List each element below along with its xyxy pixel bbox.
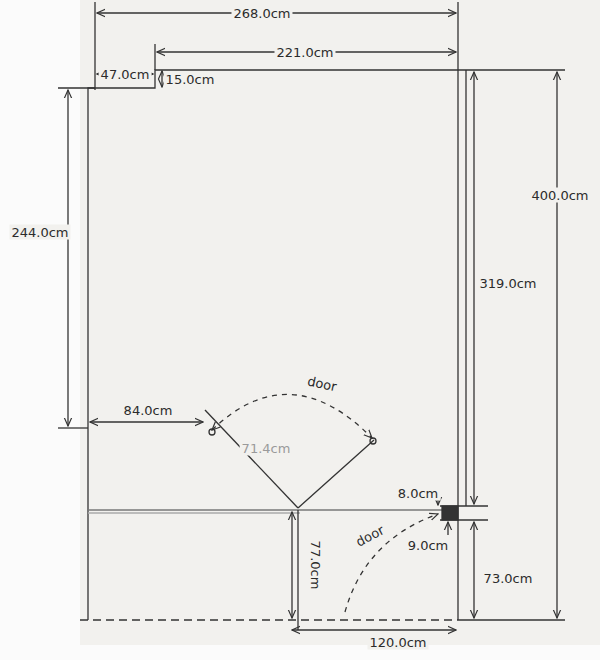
dimension-label: 9.0cm [406,538,451,553]
floor-line [88,512,300,513]
dimension-label: 120.0cm [367,635,428,650]
extension-line [458,619,565,620]
door-swing [345,514,438,612]
extension-line [58,427,88,428]
door-leaf [298,440,374,508]
post [442,506,458,520]
paper [80,0,600,645]
wall [297,510,298,630]
dimension-line [292,629,456,630]
wall [88,70,565,620]
extension-line [58,87,95,88]
dimension-label: 47.0cm [99,67,152,82]
dimension-label: 268.0cm [231,6,292,21]
extension-line [440,505,488,506]
dimension-line [473,522,474,618]
wall [205,410,298,508]
dimension-label: 77.0cm [308,539,323,592]
open-edge [80,619,458,620]
dimension-label: 84.0cm [122,403,175,418]
dimension-line [67,90,68,426]
dimension-label: 73.0cm [482,571,535,586]
door-swing [212,394,372,438]
extension-line [94,2,95,90]
floor-line [88,509,458,510]
dimension-line [447,522,448,535]
dimension-label: 244.0cm [9,225,70,240]
dimension-label: 221.0cm [274,45,335,60]
hinge [370,438,376,444]
extension-line [154,44,155,70]
dimension-label: 8.0cm [396,486,441,501]
dimension-label: 15.0cm [164,72,217,87]
dimension-label: 400.0cm [529,188,590,203]
extension-line [457,2,458,70]
dimension-line [473,72,474,504]
dimension-line [291,512,292,618]
extension-line [440,519,488,520]
wall [457,70,458,620]
dimension-line [161,71,162,87]
hinge [209,429,215,435]
dimension-line [556,72,557,618]
dimension-label: 319.0cm [477,276,538,291]
dimension-label: 71.4cm [240,441,293,456]
dimension-line [90,421,203,422]
wall [465,70,466,506]
